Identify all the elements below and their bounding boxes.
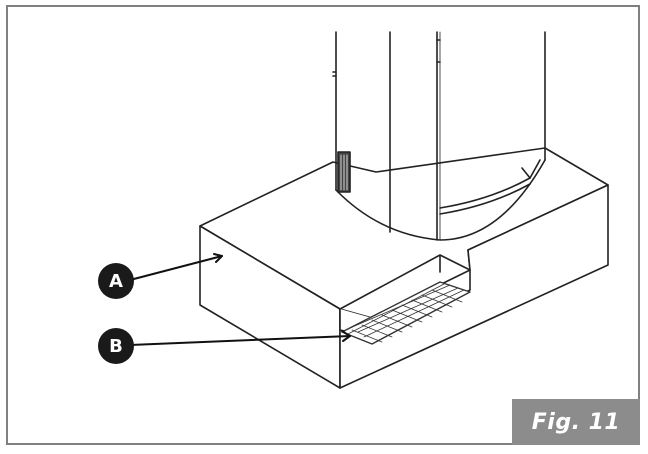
callout-a-label: A	[109, 270, 123, 292]
figure-caption: Fig. 11	[512, 399, 640, 445]
leader-a	[129, 255, 223, 281]
callout-b-badge: B	[98, 328, 134, 364]
figure-caption-text: Fig. 11	[531, 409, 621, 435]
cylinder	[332, 31, 546, 241]
filter-grid	[341, 281, 471, 345]
leader-lines	[129, 253, 351, 346]
leader-b	[129, 335, 351, 346]
callout-a-badge: A	[98, 263, 134, 299]
callout-b-label: B	[109, 335, 123, 357]
